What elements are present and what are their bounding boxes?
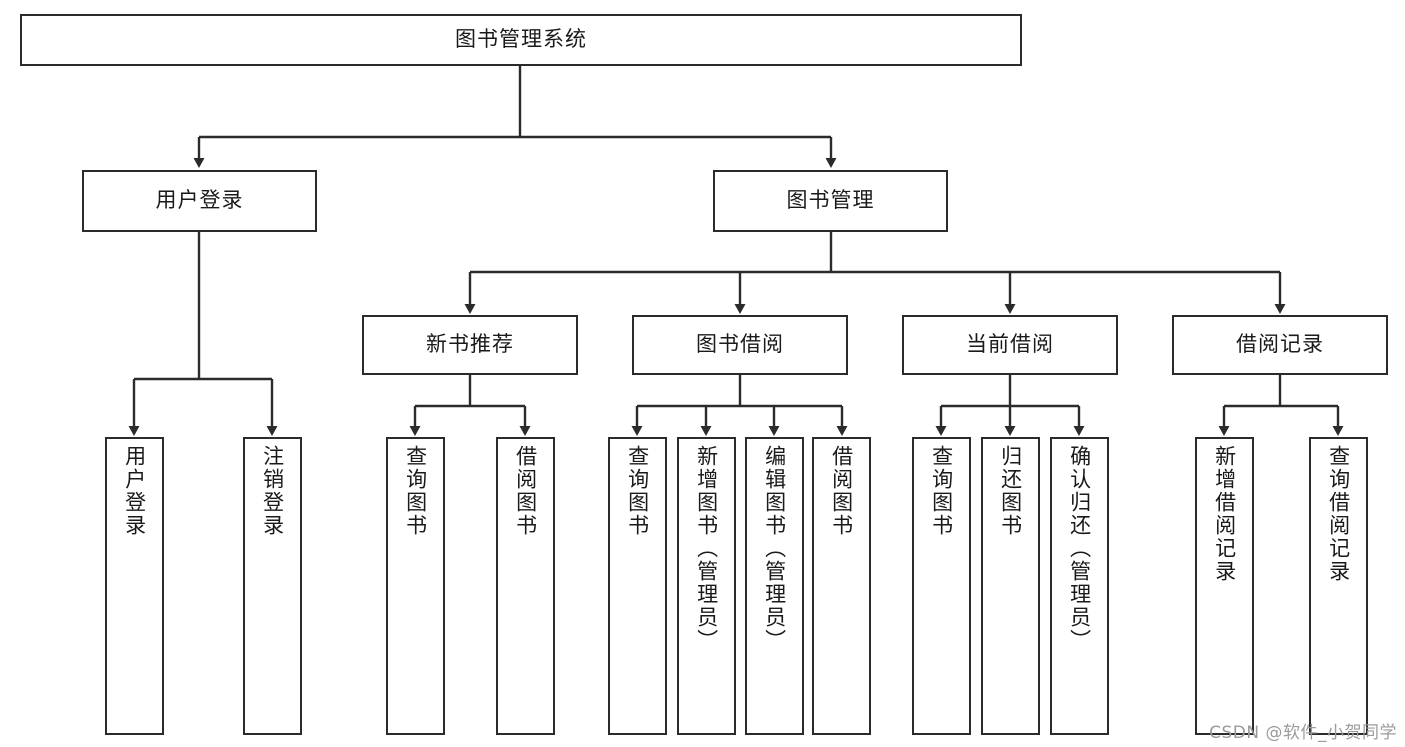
node-current-borrow[interactable]: 当前借阅 (902, 315, 1118, 375)
link-borrow-record-to-leaves (1218, 375, 1344, 436)
node-leaf-query-book-3-label: 查询图书 (929, 445, 954, 537)
node-book-management-label: 图书管理 (786, 188, 875, 213)
node-leaf-edit-book-label: 编辑图书（管理员） (762, 445, 787, 652)
node-leaf-confirm-return-label: 确认归还（管理员） (1067, 445, 1092, 652)
node-leaf-return-book[interactable]: 归还图书 (981, 437, 1040, 735)
node-leaf-logout-login-label: 注销登录 (260, 445, 285, 537)
node-borrow-record-label: 借阅记录 (1236, 332, 1324, 357)
node-root[interactable]: 图书管理系统 (20, 14, 1022, 66)
node-leaf-add-book[interactable]: 新增图书（管理员） (677, 437, 736, 735)
link-book-management-to-level3 (464, 232, 1286, 314)
node-leaf-borrow-book-2-label: 借阅图书 (829, 445, 854, 537)
node-leaf-query-book-2-label: 查询图书 (625, 445, 650, 537)
node-leaf-query-book-1-label: 查询图书 (403, 445, 428, 537)
node-leaf-query-borrow-record[interactable]: 查询借阅记录 (1309, 437, 1368, 735)
link-new-book-recommend-to-leaves (409, 375, 531, 436)
link-user-login-to-leaves (128, 232, 278, 436)
node-leaf-confirm-return[interactable]: 确认归还（管理员） (1050, 437, 1109, 735)
node-leaf-borrow-book-1[interactable]: 借阅图书 (496, 437, 555, 735)
node-new-book-recommend[interactable]: 新书推荐 (362, 315, 578, 375)
node-leaf-user-login[interactable]: 用户登录 (105, 437, 164, 735)
node-leaf-edit-book[interactable]: 编辑图书（管理员） (745, 437, 804, 735)
node-user-login[interactable]: 用户登录 (82, 170, 317, 232)
node-leaf-borrow-book-2[interactable]: 借阅图书 (812, 437, 871, 735)
link-current-borrow-to-leaves (935, 375, 1085, 436)
node-leaf-add-borrow-record-label: 新增借阅记录 (1212, 445, 1237, 583)
node-borrow-record[interactable]: 借阅记录 (1172, 315, 1388, 375)
node-new-book-recommend-label: 新书推荐 (426, 332, 514, 357)
node-leaf-query-book-1[interactable]: 查询图书 (386, 437, 445, 735)
node-leaf-logout-login[interactable]: 注销登录 (243, 437, 302, 735)
node-leaf-return-book-label: 归还图书 (998, 445, 1023, 537)
link-root-to-level2 (193, 66, 837, 168)
node-current-borrow-label: 当前借阅 (966, 332, 1054, 357)
node-leaf-borrow-book-1-label: 借阅图书 (513, 445, 538, 537)
link-book-borrow-to-leaves (631, 375, 848, 436)
node-book-management[interactable]: 图书管理 (713, 170, 948, 232)
node-user-login-label: 用户登录 (155, 188, 244, 213)
csdn-watermark: CSDN @软件_小贺同学 (1209, 723, 1397, 743)
node-leaf-add-book-label: 新增图书（管理员） (694, 445, 719, 652)
node-leaf-query-book-2[interactable]: 查询图书 (608, 437, 667, 735)
node-leaf-add-borrow-record[interactable]: 新增借阅记录 (1195, 437, 1254, 735)
node-book-borrow-label: 图书借阅 (696, 332, 784, 357)
node-leaf-query-book-3[interactable]: 查询图书 (912, 437, 971, 735)
node-root-label: 图书管理系统 (455, 27, 587, 52)
node-leaf-query-borrow-record-label: 查询借阅记录 (1326, 445, 1351, 583)
node-leaf-user-login-label: 用户登录 (122, 445, 147, 537)
node-book-borrow[interactable]: 图书借阅 (632, 315, 848, 375)
